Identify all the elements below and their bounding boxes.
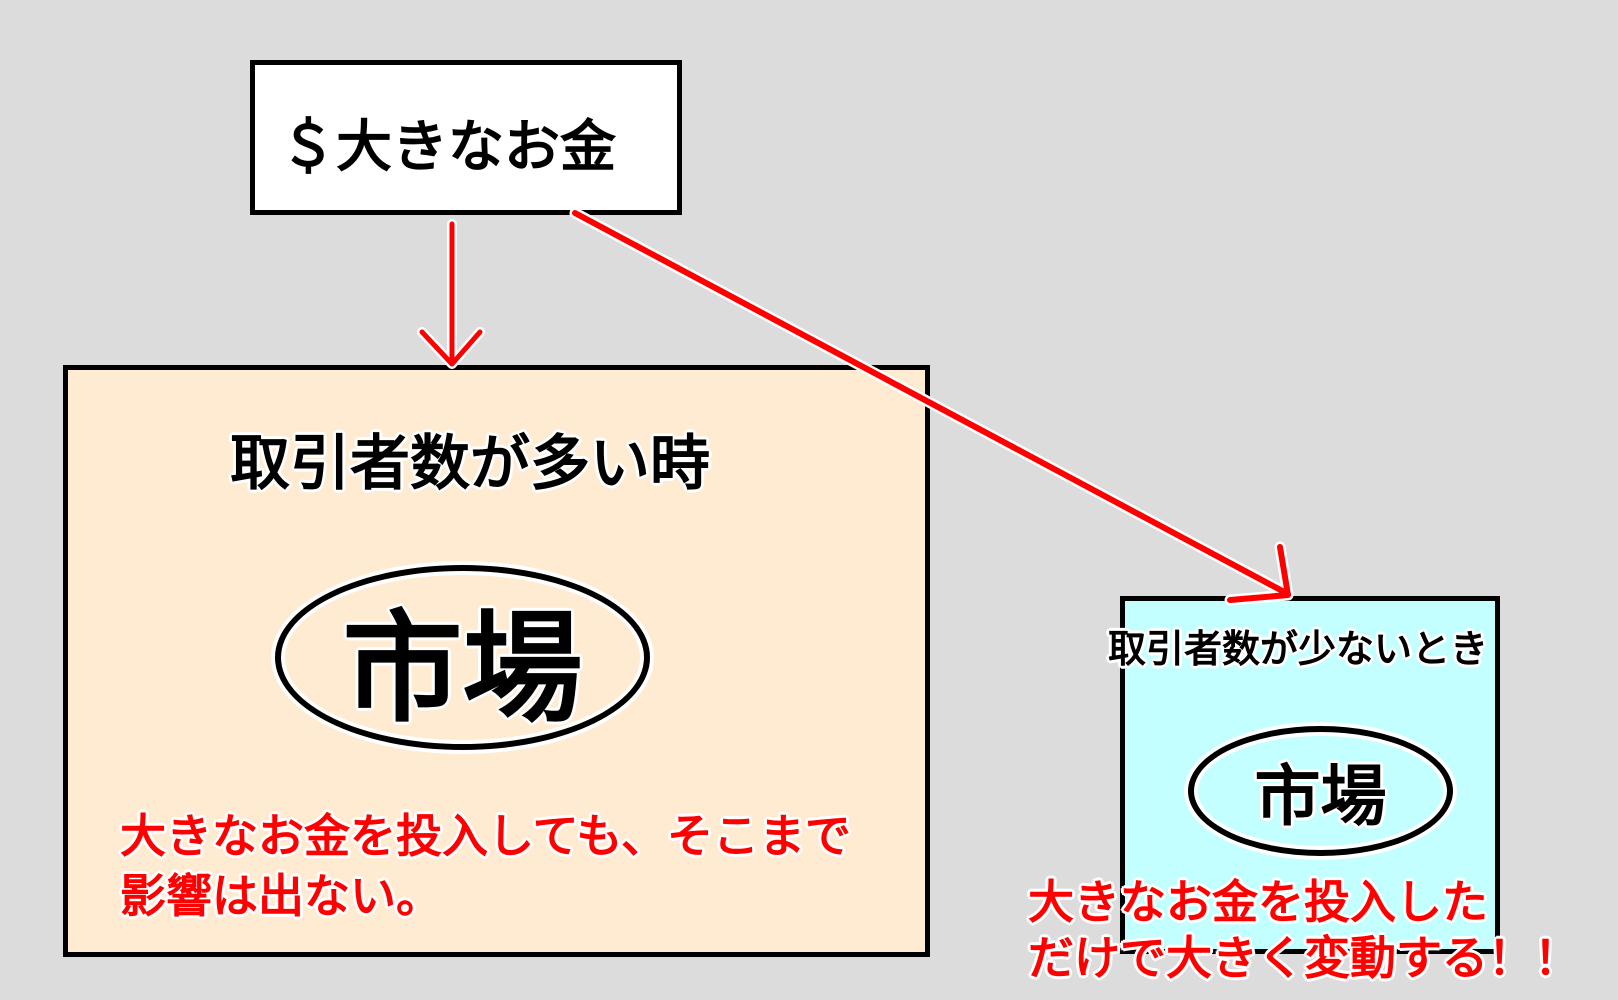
arrow-to-many [417, 219, 485, 369]
few-traders-note-1: 大きなお金を投入した [1028, 875, 1488, 929]
few-market-label: 市場 [1254, 758, 1387, 835]
many-market-label: 市場 [342, 599, 583, 739]
many-market-ellipse: 市場 [275, 565, 650, 750]
arrow-to-few [569, 207, 1294, 606]
many-traders-note-2: 影響は出ない。 [120, 869, 442, 923]
source-label: ＄大きなお金 [280, 115, 616, 180]
many-traders-note-1: 大きなお金を投入しても、そこまで [120, 809, 851, 863]
source-box [250, 60, 682, 215]
few-traders-title: 取引者数が少ないとき [1108, 627, 1489, 671]
few-market-ellipse: 市場 [1188, 726, 1453, 856]
few-traders-note-2: だけで大きく変動する！！ [1028, 931, 1580, 985]
many-traders-title: 取引者数が多い時 [230, 429, 710, 499]
